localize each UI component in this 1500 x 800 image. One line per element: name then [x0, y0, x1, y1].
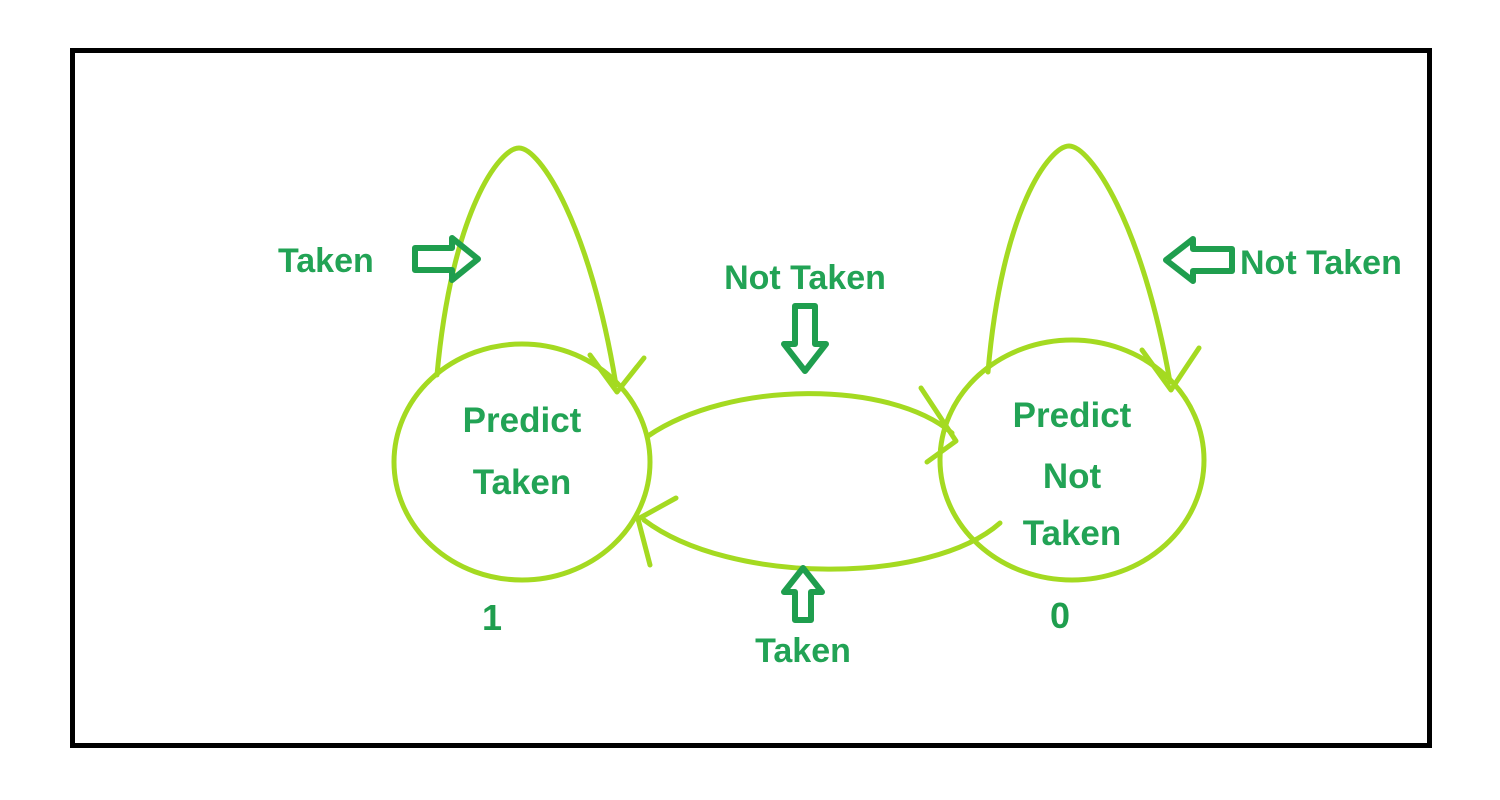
transition-right-to-left-edge	[635, 495, 1003, 572]
arrow-up-icon	[781, 565, 825, 623]
state-number-left: 1	[482, 597, 502, 638]
state-label-predict-not-taken-line1: Predict	[1013, 396, 1132, 435]
state-number-right: 0	[1050, 595, 1070, 636]
edge-label-not-taken-top: Not Taken	[724, 259, 886, 297]
edge-label-taken-left: Taken	[278, 242, 374, 280]
self-loop-right-edge	[985, 143, 1202, 393]
arrow-right-icon	[412, 235, 481, 283]
arrow-left-icon	[1163, 236, 1235, 284]
state-label-predict-taken-line2: Taken	[473, 463, 572, 502]
edge-label-taken-bottom: Taken	[755, 632, 851, 670]
self-loop-left-edge	[434, 145, 647, 395]
transition-left-to-right-edge	[645, 385, 959, 465]
state-node-predict-not-taken	[937, 337, 1207, 583]
state-label-predict-not-taken-line2: Not	[1043, 457, 1102, 496]
arrow-down-icon	[781, 303, 829, 374]
state-label-predict-taken-line1: Predict	[463, 401, 582, 440]
diagram-frame	[70, 48, 1432, 748]
edge-label-not-taken-right: Not Taken	[1240, 244, 1402, 282]
state-node-predict-taken	[391, 341, 653, 583]
state-label-predict-not-taken-line3: Taken	[1023, 514, 1122, 553]
